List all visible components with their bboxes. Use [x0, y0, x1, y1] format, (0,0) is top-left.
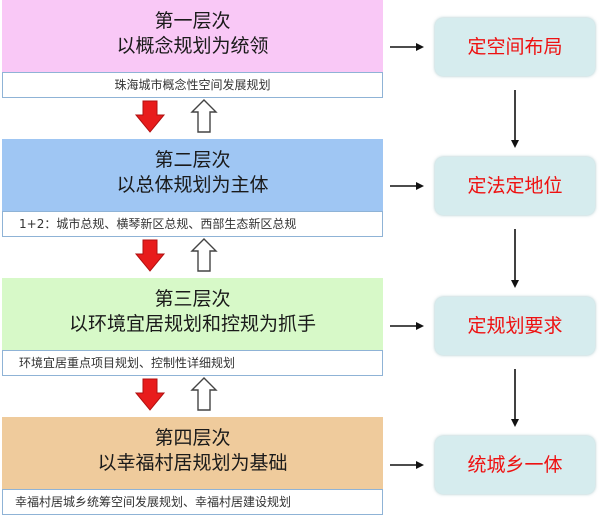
- right-arrow-icon: [390, 461, 424, 469]
- level-2-title: 第二层次: [154, 149, 231, 171]
- down-arrow-icon: [511, 90, 519, 148]
- red-down-arrow-icon: [134, 239, 166, 272]
- level-4-title: 第四层次: [154, 427, 231, 449]
- right-arrow-icon: [390, 43, 424, 51]
- goal-box-1: 定空间布局: [435, 18, 595, 76]
- level-4-detail: 幸福村居城乡统筹空间发展规划、幸福村居建设规划: [2, 489, 383, 515]
- level-1-subtitle: 以概念规划为统领: [116, 35, 269, 57]
- right-arrow-icon: [390, 322, 424, 330]
- hollow-up-arrow-icon: [190, 99, 218, 133]
- level-1-title: 第一层次: [154, 10, 231, 32]
- level-1-box: 第一层次 以概念规划为统领: [2, 0, 383, 72]
- level-4-box: 第四层次 以幸福村居规划为基础: [2, 417, 383, 489]
- level-2-detail: 1+2：城市总规、横琴新区总规、西部生态新区总规: [2, 211, 383, 237]
- right-arrow-icon: [390, 182, 424, 190]
- down-arrow-icon: [511, 229, 519, 288]
- level-3-detail: 环境宜居重点项目规划、控制性详细规划: [2, 350, 383, 376]
- red-down-arrow-icon: [134, 100, 166, 133]
- red-down-arrow-icon: [134, 378, 166, 411]
- level-3-subtitle: 以环境宜居规划和控规为抓手: [68, 313, 316, 335]
- hollow-up-arrow-icon: [190, 377, 218, 411]
- goal-box-3: 定规划要求: [435, 297, 595, 355]
- level-3-box: 第三层次 以环境宜居规划和控规为抓手: [2, 278, 383, 350]
- hollow-up-arrow-icon: [190, 238, 218, 272]
- level-4-subtitle: 以幸福村居规划为基础: [97, 452, 288, 474]
- level-2-box: 第二层次 以总体规划为主体: [2, 139, 383, 211]
- level-3-title: 第三层次: [154, 288, 231, 310]
- level-1-detail: 珠海城市概念性空间发展规划: [2, 72, 383, 98]
- goal-box-2: 定法定地位: [435, 157, 595, 215]
- level-2-subtitle: 以总体规划为主体: [116, 174, 269, 196]
- goal-box-4: 统城乡一体: [435, 436, 595, 494]
- down-arrow-icon: [511, 369, 519, 427]
